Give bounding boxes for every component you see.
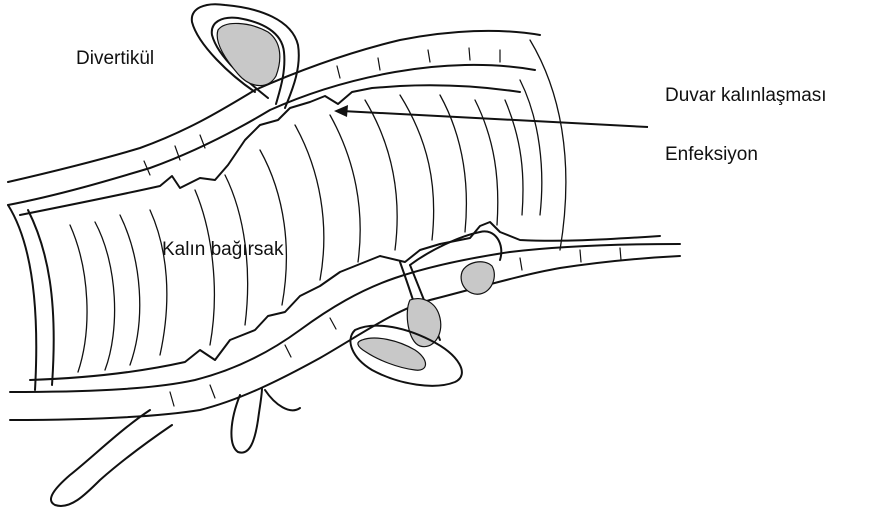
label-large-intestine: Kalın bağırsak (162, 240, 283, 259)
label-diverticulum: Divertikül (76, 49, 154, 68)
label-infection: Enfeksiyon (665, 145, 758, 164)
colon-lower-outer-wall (10, 256, 680, 420)
colon-left-opening (8, 205, 36, 390)
lower-diverticulum-fill-1 (407, 299, 441, 347)
mesentery-vessel-3 (265, 390, 300, 410)
lower-right-pouch-fill (461, 262, 494, 294)
pointer-arrowhead (334, 105, 348, 117)
mesentery-vessel-1 (51, 410, 172, 506)
label-wall-thickening: Duvar kalınlaşması (665, 86, 827, 105)
diverticulum-pouch-fill (217, 23, 280, 85)
pointer-line-wall-thickening (342, 111, 648, 127)
